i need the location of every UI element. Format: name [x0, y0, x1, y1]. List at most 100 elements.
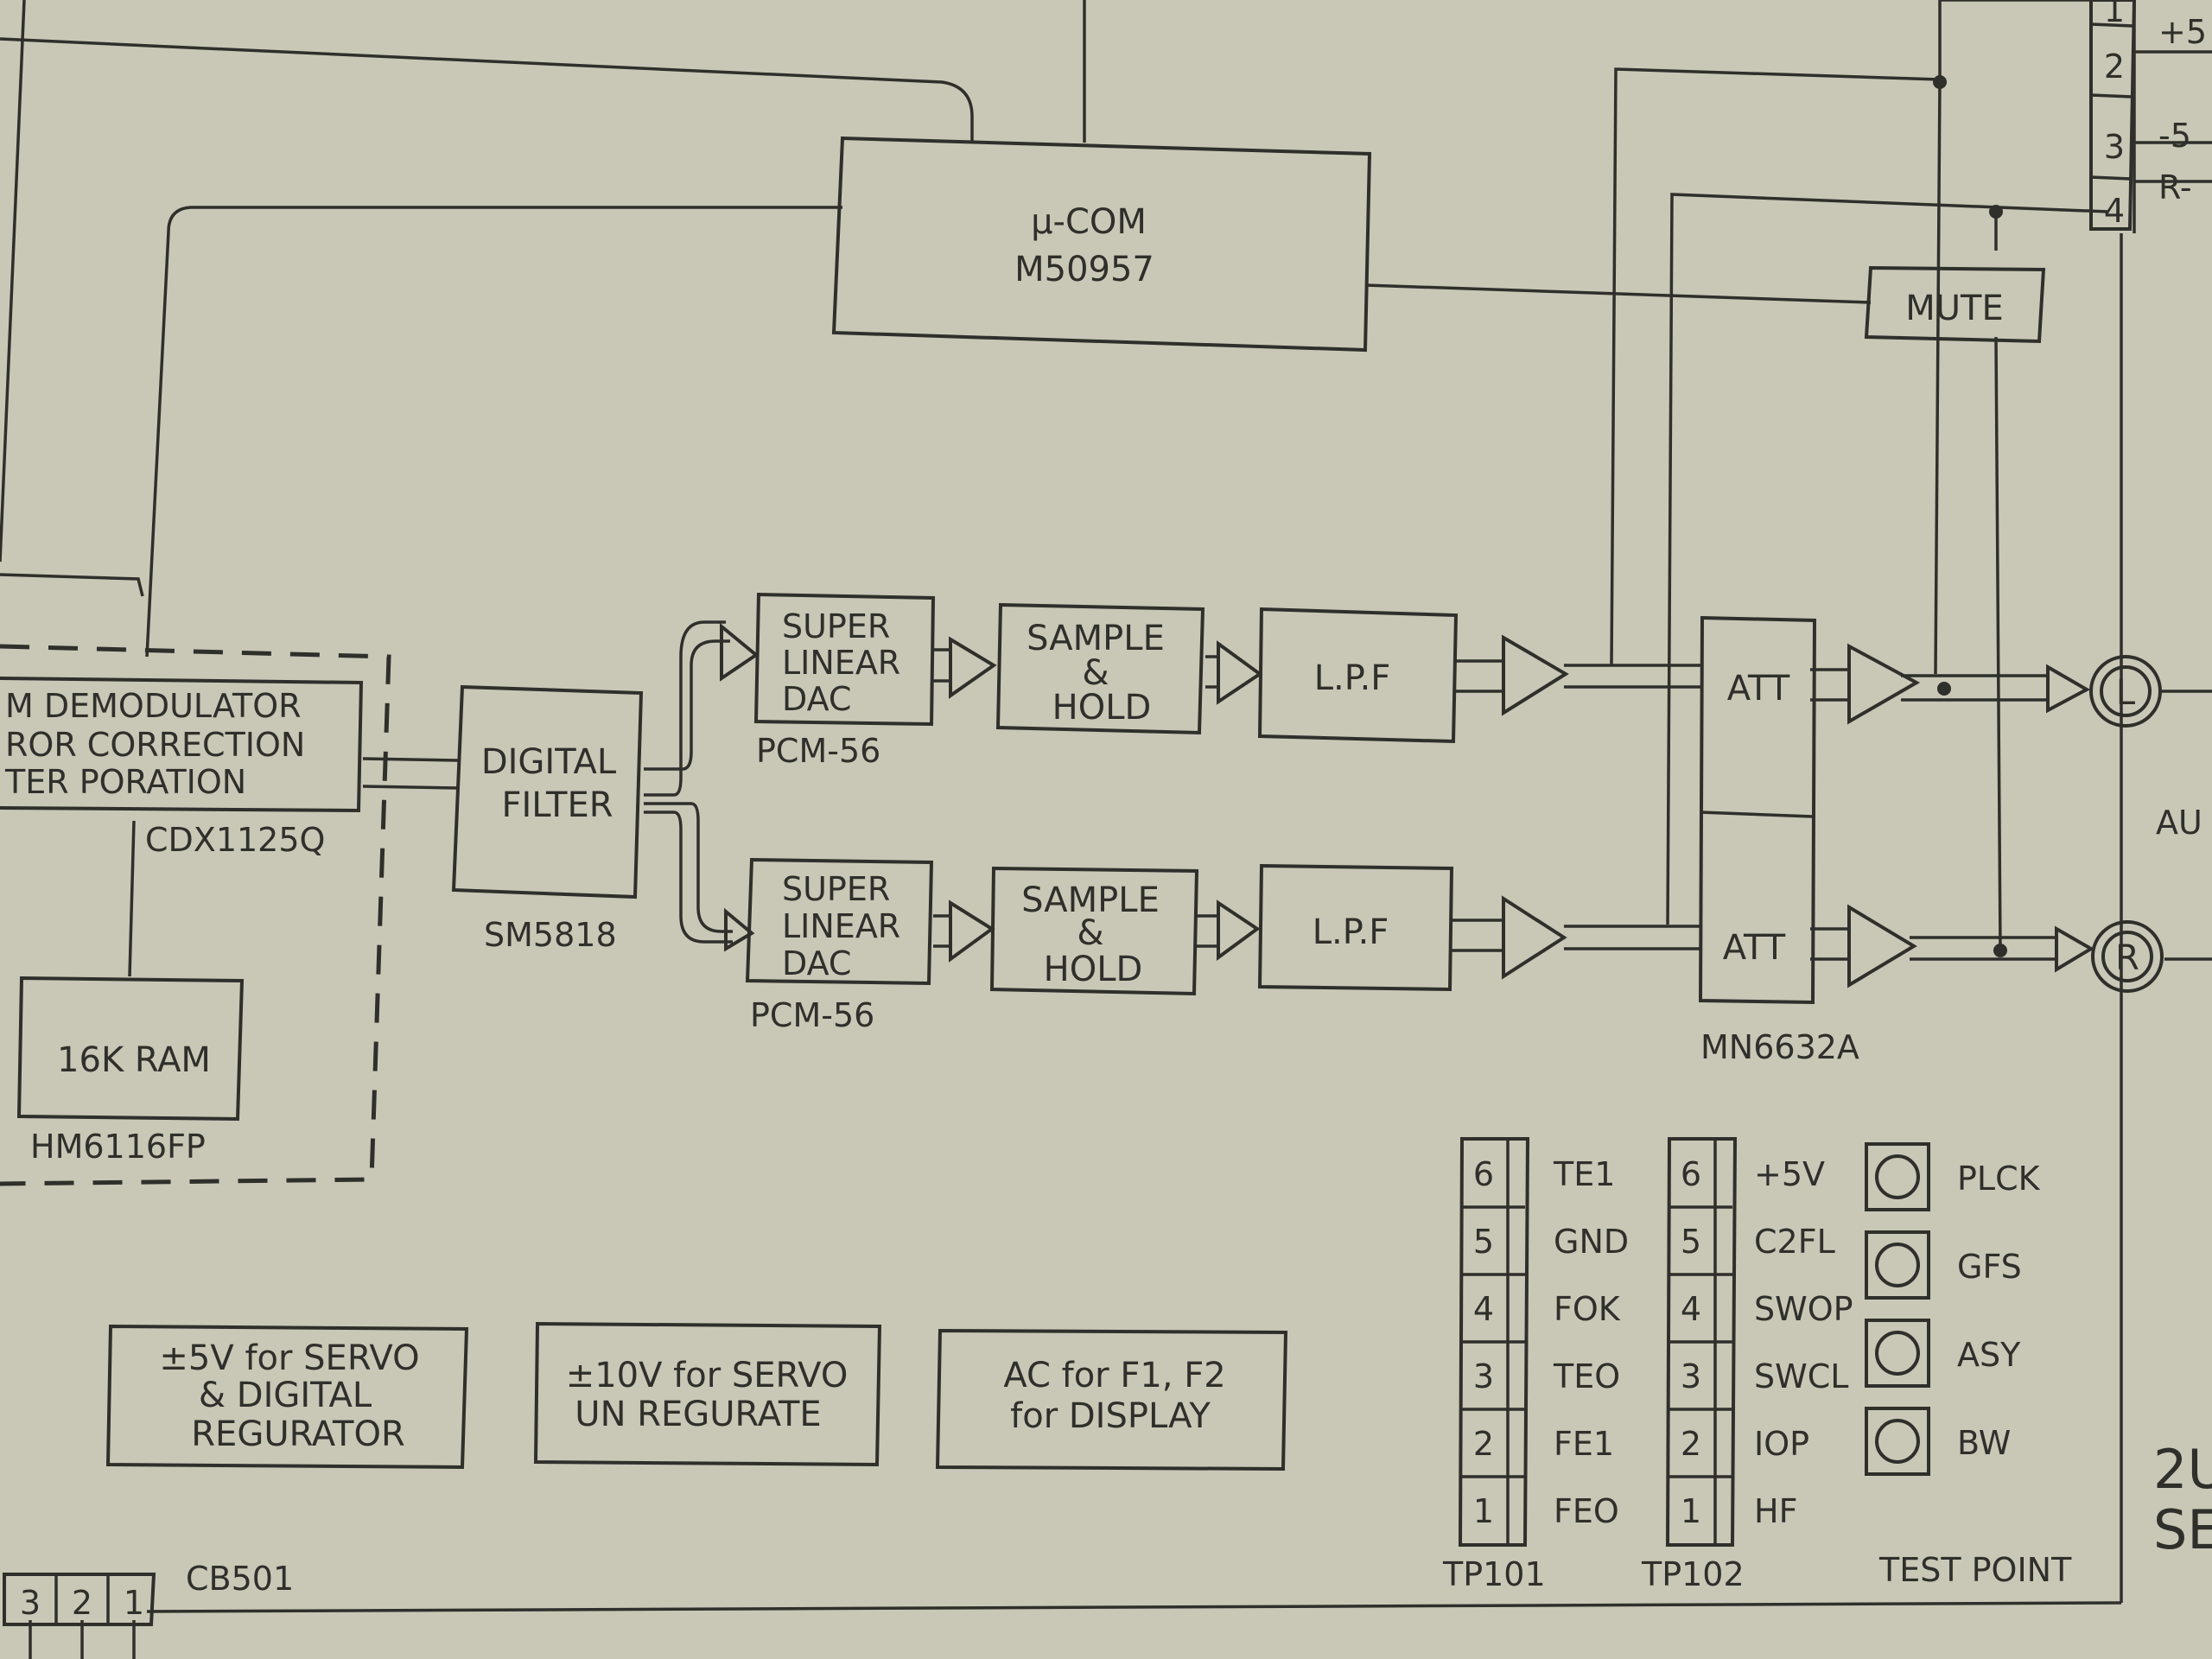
tp101-pin-number: 2: [1473, 1425, 1494, 1463]
conn-pin-4: 4: [2104, 192, 2125, 230]
lpf-left-block: L.P.F: [1257, 607, 1459, 744]
tp101-name: TP101: [1442, 1555, 1546, 1593]
cb501-pin-2: 2: [72, 1584, 92, 1622]
mute-block: MUTE: [1864, 265, 2046, 344]
demodulator-block: M DEMODULATOR ROR CORRECTION TER PORATIO…: [0, 677, 364, 859]
tp102-pin-signal: C2FL: [1754, 1223, 1835, 1261]
ram-part: HM6116FP: [30, 1128, 206, 1166]
tp102-pin-signal: SWOP: [1754, 1290, 1853, 1328]
power-5v-line1: ±5V for SERVO: [159, 1338, 419, 1378]
power-box-5v: ±5V for SERVO & DIGITAL REGURATOR: [105, 1324, 469, 1470]
demod-line2: ROR CORRECTION: [5, 726, 305, 764]
amp-left-2: [1847, 643, 1921, 725]
demod-line1: M DEMODULATOR: [5, 687, 302, 725]
power-5v-line3: REGURATOR: [191, 1414, 404, 1454]
power-box-ac: AC for F1, F2 for DISPLAY: [935, 1328, 1288, 1471]
power-ac-line2: for DISPLAY: [1010, 1396, 1211, 1436]
tp102-pin-number: 6: [1681, 1155, 1701, 1193]
conn-label-2: -5: [2158, 117, 2191, 155]
test-point-label: ASY: [1957, 1336, 2021, 1374]
amp-right-2: [1847, 904, 1917, 988]
tp102-pin-signal: HF: [1754, 1492, 1797, 1530]
test-point-pad: [1865, 1319, 1930, 1388]
dac-right-line2: LINEAR: [782, 907, 900, 945]
ucom-block: µ-COM M50957: [831, 136, 1372, 353]
cb501-name: CB501: [186, 1560, 294, 1598]
test-point-pad: [1865, 1230, 1930, 1300]
cb501-connector: 3 2 1 CB501: [3, 1560, 294, 1626]
tp101-pin-signal: GND: [1554, 1223, 1629, 1261]
edge-text-2: SE: [2153, 1498, 2212, 1561]
amp-right-1: [1502, 895, 1567, 980]
conn-pin-2: 2: [2104, 48, 2125, 86]
output-left-label: L: [2116, 673, 2136, 713]
power-ac-line1: AC for F1, F2: [1003, 1356, 1225, 1395]
test-point-ring: [1875, 1154, 1920, 1199]
test-point-ring: [1875, 1331, 1920, 1376]
tp102-pin-signal: IOP: [1754, 1425, 1809, 1463]
tp102-pin-number: 2: [1681, 1425, 1701, 1463]
junction-dot: [1933, 75, 1947, 89]
power-5v-line2: & DIGITAL: [199, 1376, 372, 1415]
sh-right-line1: SAMPLE: [1021, 880, 1160, 920]
amp-left-1: [1502, 634, 1569, 716]
sh-left-line3: HOLD: [1052, 688, 1152, 728]
test-point-pad: [1865, 1407, 1930, 1476]
tp101-pin-signal: FEO: [1554, 1492, 1619, 1530]
att-right-label: ATT: [1723, 928, 1786, 968]
ram-label: 16K RAM: [57, 1040, 211, 1080]
lpf-left-label: L.P.F: [1314, 658, 1391, 698]
test-point-label: PLCK: [1957, 1160, 2041, 1198]
test-point-label: GFS: [1957, 1248, 2022, 1286]
cb501-pin-1: 1: [124, 1584, 144, 1622]
junction-dot: [1937, 682, 1951, 696]
tp101-pin-signal: TEO: [1553, 1357, 1620, 1395]
dac-left-line3: DAC: [782, 680, 851, 718]
test-point-title: TEST POINT: [1878, 1551, 2072, 1589]
tp101-pin-number: 6: [1473, 1155, 1494, 1193]
tp101-pin-number: 4: [1473, 1290, 1494, 1328]
tp101-pin-number: 1: [1473, 1492, 1494, 1530]
dac-left-line1: SUPER: [782, 607, 890, 645]
tp101-pin-number: 5: [1473, 1223, 1494, 1261]
conn-label-1: +5: [2158, 13, 2207, 51]
cb501-pin-3: 3: [20, 1584, 41, 1622]
dac-left-line2: LINEAR: [782, 644, 900, 682]
conn-pin-3: 3: [2104, 128, 2125, 166]
tp102-pin-number: 4: [1681, 1290, 1701, 1328]
edge-text-1: 2U: [2153, 1438, 2212, 1501]
junction-dot: [1989, 205, 2003, 219]
filter-part: SM5818: [484, 916, 617, 954]
tp102-pin-number: 3: [1681, 1357, 1701, 1395]
dac-right-line1: SUPER: [782, 870, 890, 908]
tp102-pin-number: 5: [1681, 1223, 1701, 1261]
power-10v-line2: UN REGURATE: [575, 1395, 821, 1434]
test-point-ring: [1875, 1419, 1920, 1464]
dac-left-part: PCM-56: [756, 732, 880, 770]
lpf-right-label: L.P.F: [1313, 912, 1389, 952]
signal-arrows: [720, 622, 2094, 973]
sh-left-line2: &: [1082, 653, 1109, 693]
dac-right-block: SUPER LINEAR DAC PCM-56: [745, 857, 934, 1034]
output-right-label: R: [2115, 938, 2139, 978]
tp102-pin-signal: +5V: [1754, 1155, 1825, 1193]
sh-right-line2: &: [1077, 913, 1103, 953]
conn-pin-1: 1: [2104, 0, 2125, 29]
test-point-ring: [1875, 1243, 1920, 1287]
sample-hold-left-block: SAMPLE & HOLD: [995, 602, 1205, 735]
dac-right-part: PCM-56: [750, 996, 874, 1034]
test-point-label: BW: [1957, 1424, 2011, 1462]
demod-line3: TER PORATION: [4, 763, 246, 801]
sh-left-line1: SAMPLE: [1027, 619, 1165, 658]
output-jack-left: L: [2089, 655, 2162, 728]
att-part: MN6632A: [1700, 1028, 1859, 1066]
ucom-part: M50957: [1014, 250, 1154, 289]
mute-label: MUTE: [1905, 289, 2004, 328]
sh-right-line3: HOLD: [1044, 950, 1143, 989]
right-connector: 1 2 3 4 +5 -5 R-: [2089, 0, 2212, 233]
tp102-name: TP102: [1641, 1555, 1745, 1593]
